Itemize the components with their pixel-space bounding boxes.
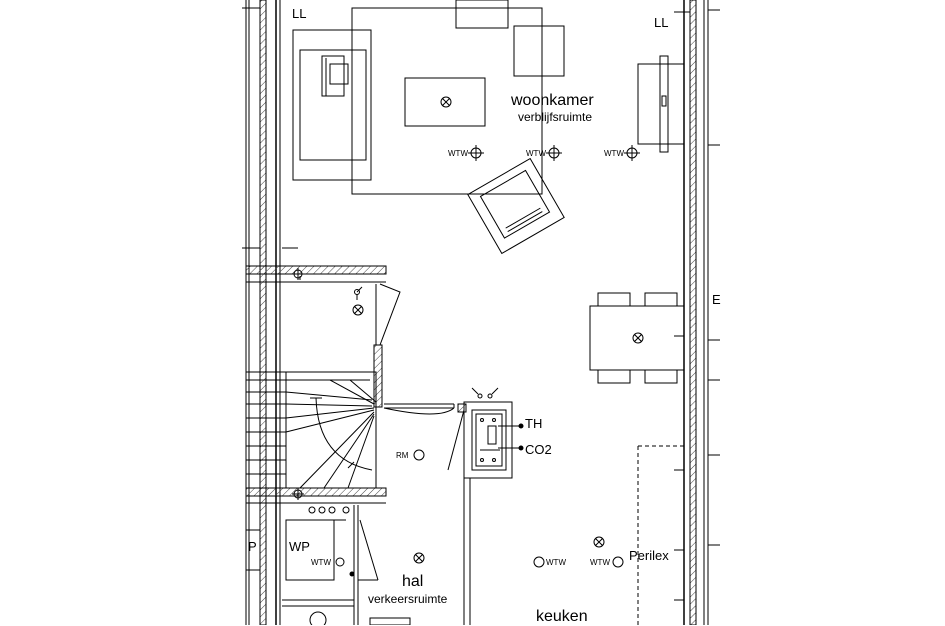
rm-detector-icon — [413, 449, 425, 461]
perilex-label: Perilex — [629, 548, 669, 563]
rm-label: RM — [396, 451, 409, 460]
ceiling-light-2 — [632, 332, 644, 344]
wtw-label-3: WTW — [604, 149, 624, 158]
ceiling-light-1 — [440, 96, 452, 108]
wtw-label-2: WTW — [526, 149, 546, 158]
wp-cabinet — [245, 519, 411, 625]
co2-dot — [518, 445, 524, 451]
th-dot — [518, 423, 524, 429]
room-function-woonkamer: verblijfsruimte — [518, 110, 593, 124]
wtw-label-5: WTW — [590, 558, 610, 567]
closet-door — [373, 283, 401, 408]
wtw-valve-4 — [533, 556, 545, 568]
wtw-valve-5 — [612, 556, 624, 568]
room-name-woonkamer: woonkamer — [511, 92, 594, 109]
wtw-valve-1 — [468, 145, 484, 161]
coffee-table — [404, 77, 486, 127]
light-switch — [354, 286, 363, 300]
ceiling-light-3 — [352, 304, 364, 316]
hal-door — [383, 403, 455, 415]
wtw-label-1: WTW — [448, 149, 468, 158]
switch-cluster-icon — [308, 506, 350, 514]
right-edge-partial-label: E — [712, 292, 721, 307]
dining-table — [589, 292, 685, 384]
hal-walls — [347, 461, 471, 625]
wtw-valve-3 — [624, 145, 640, 161]
staircase — [246, 371, 377, 489]
wall-radiator — [637, 55, 685, 153]
ll-marker-left: LL — [292, 6, 307, 21]
wtw-valve-2 — [546, 145, 562, 161]
right-wall — [674, 0, 720, 625]
ceiling-light-5 — [593, 536, 605, 548]
wtw-label-wp: WTW — [311, 558, 331, 567]
chair-square — [513, 25, 565, 77]
wall-junction-1 — [292, 268, 304, 280]
co2-label: CO2 — [525, 442, 552, 457]
switch-pair-icon — [471, 387, 499, 399]
interior-wall-bottom — [245, 487, 387, 504]
wall-junction-2 — [292, 488, 304, 500]
left-wall — [242, 0, 298, 625]
wp-label: WP — [289, 539, 310, 554]
room-name-hal: hal — [402, 573, 424, 590]
chair-top — [455, 0, 509, 29]
ceiling-light-4 — [413, 552, 425, 564]
ll-marker-right: LL — [654, 15, 669, 30]
sofa — [292, 29, 372, 181]
interior-wall-top — [245, 265, 387, 283]
armchair — [467, 157, 565, 255]
kitchen-counter-outline — [637, 445, 684, 625]
room-function-hal: verkeersruimte — [368, 592, 448, 606]
meter-cupboard — [447, 401, 520, 479]
th-label: TH — [525, 416, 543, 431]
wp-partial-label: P — [248, 539, 257, 554]
rug-outline — [351, 7, 543, 195]
room-name-keuken: keuken — [536, 608, 588, 625]
wtw-label-4: WTW — [546, 558, 566, 567]
